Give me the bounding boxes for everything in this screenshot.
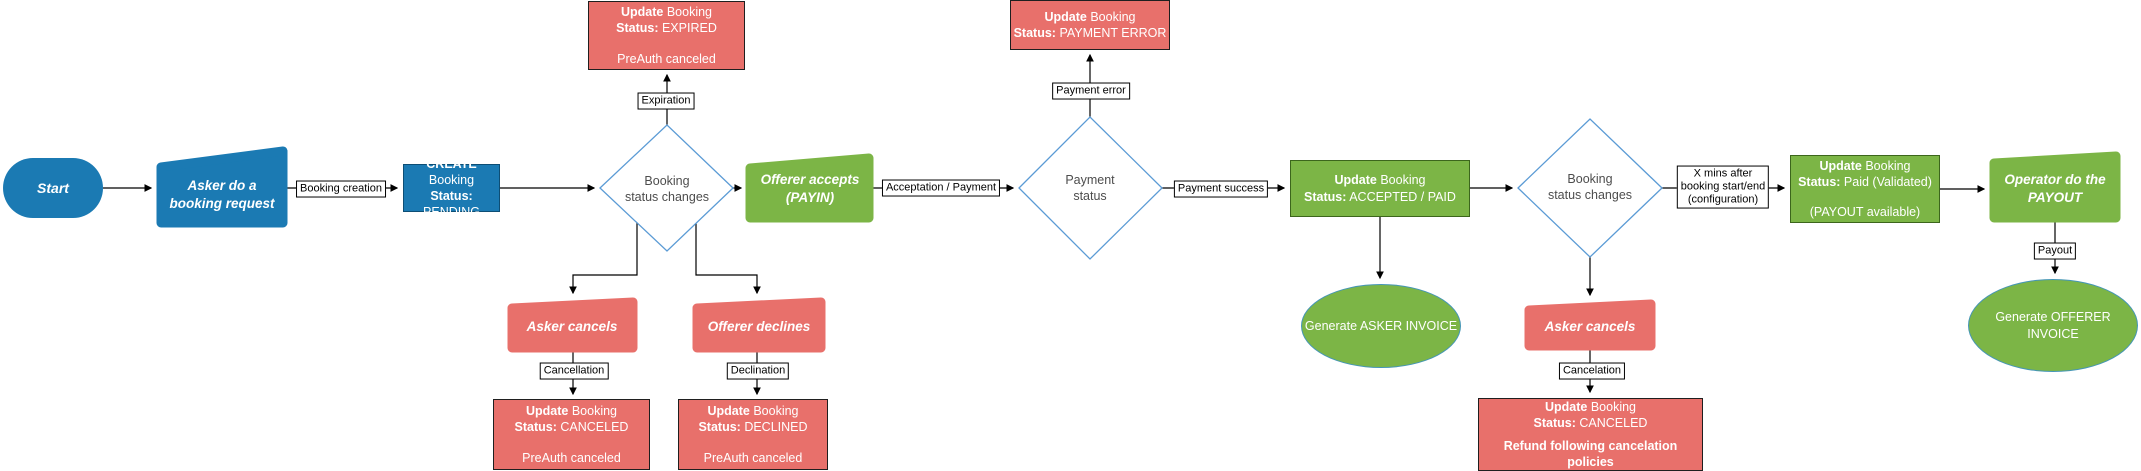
node-offerer-declines-label: Offerer declines — [707, 318, 811, 334]
connector-diamond1-to-offerer-declines — [695, 220, 761, 295]
edge-label-declination: Declination — [726, 362, 790, 380]
node-asker-request-label: Asker do a booking request — [169, 177, 275, 211]
card-asker-cancels-1 — [507, 297, 638, 353]
card-asker-request — [156, 146, 288, 228]
connector-diamond1-to-asker-cancels — [569, 217, 638, 295]
node-declined: Update Booking Status: DECLINED PreAuth … — [678, 399, 828, 470]
node-payment-error: Update Booking Status: PAYMENT ERROR — [1010, 0, 1170, 50]
edge-label-cancellation: Cancellation — [539, 362, 609, 380]
start-label: Start — [37, 179, 69, 196]
edge-label-payout: Payout — [2033, 242, 2077, 260]
card-offerer-declines — [692, 297, 826, 353]
node-create-pending: CREATE Booking Status: PENDING — [403, 157, 500, 219]
node-paid-validated: Update Booking Status: Paid (Validated) … — [1790, 155, 1940, 223]
node-canceled-1: Update Booking Status: CANCELED PreAuth … — [493, 399, 650, 470]
node-offerer-accepts-label: Offerer accepts (PAYIN) — [760, 171, 860, 205]
card-operator-payout — [1989, 151, 2121, 223]
edge-label-cancelation: Cancelation — [1558, 362, 1626, 380]
node-expired: Update Booking Status: EXPIRED PreAuth c… — [588, 1, 745, 70]
diamond-booking-status-1 — [599, 124, 734, 252]
node-asker-cancels-1-label: Asker cancels — [526, 318, 618, 334]
edge-label-acceptation-payment: Acceptation / Payment — [881, 179, 1001, 197]
edge-label-booking-creation: Booking creation — [296, 180, 386, 198]
edge-label-payment-error: Payment error — [1052, 82, 1130, 100]
node-asker-cancels-2-label: Asker cancels — [1544, 318, 1636, 334]
diamond-booking-status-2 — [1517, 118, 1663, 258]
edge-label-payment-success: Payment success — [1173, 180, 1269, 198]
edge-label-x-mins: X mins after booking start/end (configur… — [1676, 165, 1770, 209]
diamond-payment-status — [1018, 116, 1163, 260]
edge-label-expiration: Expiration — [637, 92, 695, 110]
card-offerer-accepts — [745, 153, 874, 223]
node-generate-offerer-invoice: Generate OFFERER INVOICE — [1968, 279, 2138, 372]
diamond-payment-status-label: Payment status — [1065, 172, 1115, 203]
diamond-booking-status-2-label: Booking status changes — [1547, 171, 1633, 202]
diamond-booking-status-1-label: Booking status changes — [624, 173, 710, 204]
card-asker-cancels-2 — [1524, 299, 1656, 351]
node-accepted-paid: Update Booking Status: ACCEPTED / PAID — [1290, 160, 1470, 217]
node-generate-asker-invoice: Generate ASKER INVOICE — [1301, 284, 1461, 368]
node-operator-payout-label: Operator do the PAYOUT — [2004, 171, 2106, 205]
node-start: Start — [3, 158, 103, 218]
node-canceled-2: Update Booking Status: CANCELED Refund f… — [1478, 398, 1703, 471]
